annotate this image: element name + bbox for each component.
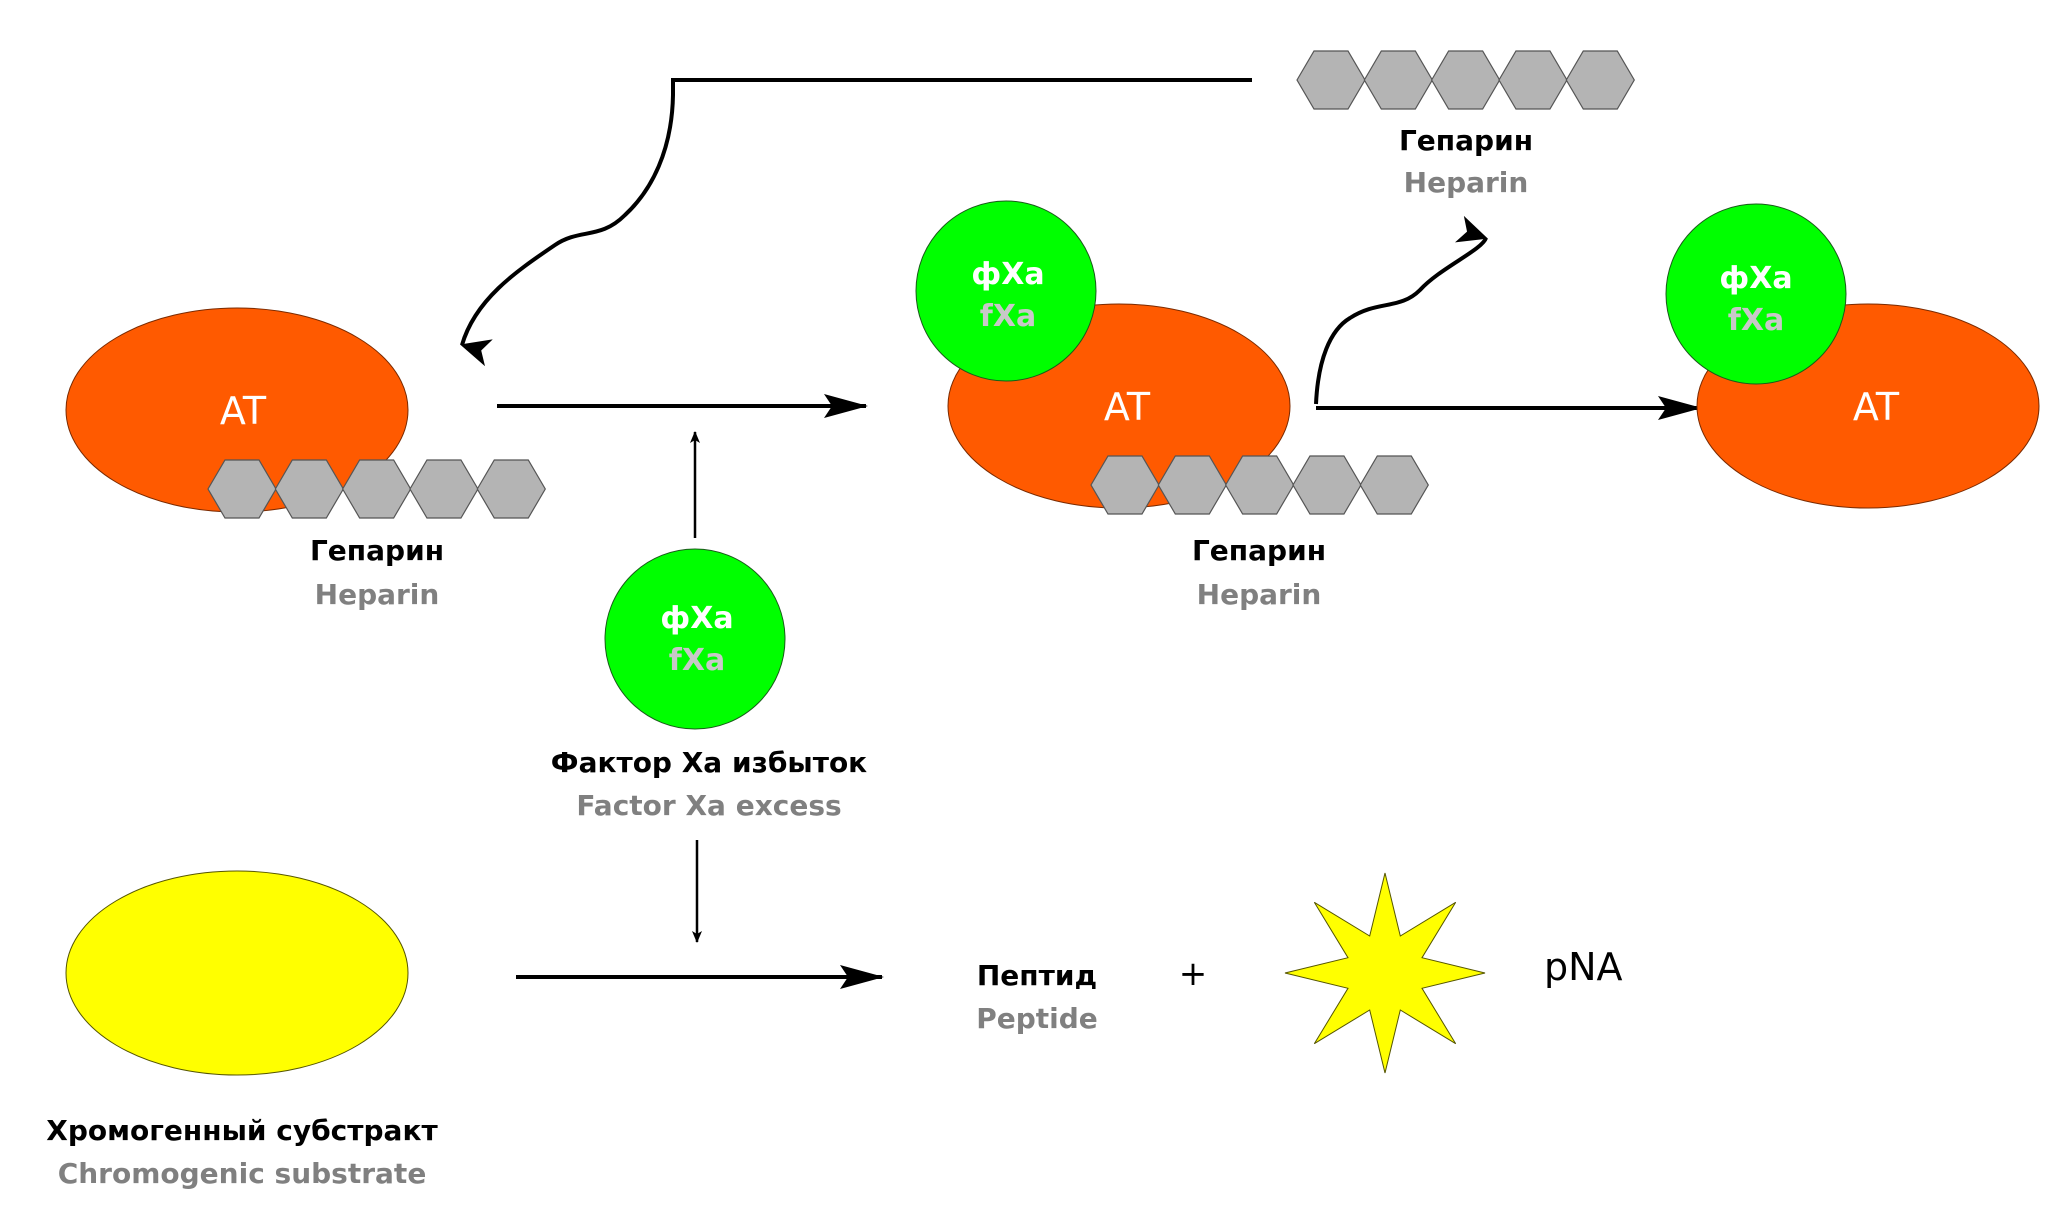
heparin-left-label-en: Heparin: [315, 578, 440, 611]
peptide-label-en: Peptide: [976, 1002, 1098, 1035]
factor-xa-excess-label-en-caption: Factor Xa excess: [576, 789, 841, 822]
heparin-free-label-ru: Гепарин: [1399, 124, 1533, 157]
factor-xa-excess-label-ru: фXa: [660, 601, 733, 636]
heparin-middle-label-en: Heparin: [1197, 578, 1322, 611]
factor-xa-middle: [915, 200, 1097, 382]
antithrombin-left-label: AT: [220, 389, 267, 433]
plus-sign: +: [1179, 954, 1208, 994]
factor-xa-middle-label-en: fXa: [980, 299, 1036, 334]
pna-star-icon: [1284, 872, 1486, 1074]
heparin-left-label-ru: Гепарин: [310, 534, 444, 567]
factor-xa-excess-label-ru-caption: Фактор Xa избыток: [551, 746, 867, 779]
antithrombin-right-label: AT: [1853, 385, 1900, 429]
heparin-chain-middle: [1090, 455, 1429, 515]
substrate-label-en: Chromogenic substrate: [58, 1157, 427, 1190]
heparin-unit: [1565, 50, 1635, 110]
factor-xa-middle-label-ru: фXa: [971, 257, 1044, 292]
heparin-unit: [1292, 455, 1362, 515]
factor-xa-right-label-en: fXa: [1728, 303, 1784, 338]
heparin-chain-free: [1296, 50, 1635, 110]
heparin-unit: [1296, 50, 1366, 110]
antithrombin-middle-label: AT: [1104, 385, 1151, 429]
heparin-unit: [1363, 50, 1434, 110]
peptide-label-ru: Пептид: [977, 959, 1097, 992]
factor-xa-right-label-ru: фXa: [1719, 261, 1792, 296]
heparin-unit: [1359, 455, 1429, 515]
factor-xa-excess: [604, 548, 786, 730]
chromogenic-substrate: [65, 870, 409, 1076]
heparin-unit: [409, 459, 479, 519]
substrate-label-ru: Хромогенный субстракт: [46, 1114, 438, 1147]
heparin-release-arrow: [1314, 215, 1488, 405]
factor-xa-right: [1665, 203, 1847, 385]
heparin-middle-label-ru: Гепарин: [1192, 534, 1326, 567]
factor-xa-excess-label-en: fXa: [669, 643, 725, 678]
heparin-unit: [1430, 50, 1501, 110]
heparin-chain-left: [207, 459, 546, 519]
pna-label: pNA: [1544, 945, 1623, 989]
heparin-free-label-en: Heparin: [1404, 166, 1529, 199]
heparin-unit: [1498, 50, 1568, 110]
heparin-unit: [476, 459, 546, 519]
heparin-recycle-arrow: [460, 78, 1252, 367]
